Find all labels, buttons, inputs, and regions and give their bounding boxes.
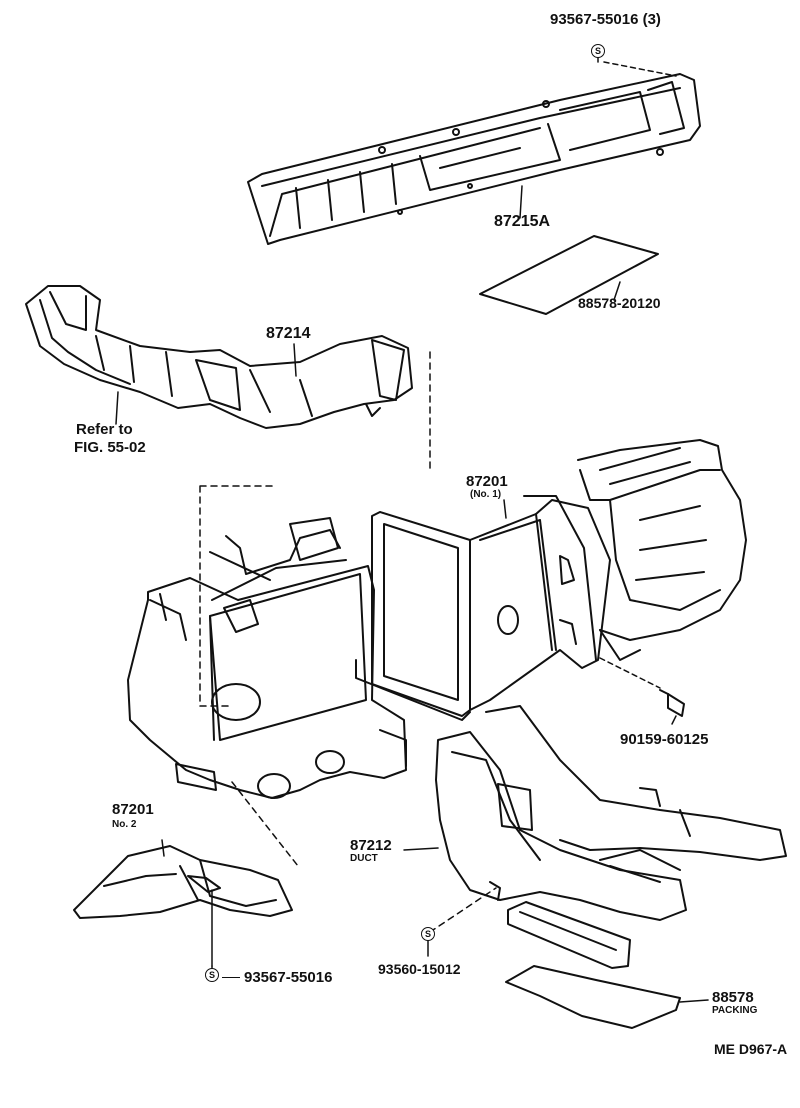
label-87215a: 87215A	[494, 213, 551, 230]
duct-87214	[25, 285, 413, 429]
label-87201-no2: 87201	[112, 801, 154, 818]
duct-87212	[435, 705, 787, 921]
label-87201-no1: 87201	[466, 473, 508, 490]
label-88578: 88578	[712, 989, 754, 1006]
unit-87201-no2	[73, 845, 293, 919]
leader-top-screw	[603, 61, 677, 77]
label-87212: 87212	[350, 837, 392, 854]
heater-unit	[127, 517, 407, 799]
packing-ring	[507, 901, 631, 969]
diagram-code: ME D967-A	[714, 1041, 788, 1057]
screw-90159-60125	[659, 689, 685, 717]
label-93567-55016: 93567-55016	[244, 969, 333, 986]
duct-87215a	[247, 73, 701, 245]
pad-88578-20120	[479, 235, 659, 315]
label-88578-sub: PACKING	[712, 1005, 758, 1016]
leader-87215a	[519, 185, 523, 219]
packing-88578	[505, 965, 681, 1029]
label-90159-60125: 90159-60125	[620, 731, 709, 748]
s-symbol-mid: S	[421, 927, 435, 941]
label-88578-20120: 88578-20120	[578, 295, 661, 311]
label-87214: 87214	[266, 325, 311, 342]
label-87212-sub: DUCT	[350, 853, 378, 864]
leader-dash-bottom	[222, 977, 240, 978]
label-93560-15012: 93560-15012	[378, 961, 461, 977]
s-symbol-bottom: S	[205, 968, 219, 982]
label-refer-to: Refer to	[76, 421, 133, 438]
dashed-guide-upper	[199, 351, 431, 707]
label-87201-no2-sub: No. 2	[112, 819, 137, 830]
label-fig-reference: FIG. 55-02	[74, 439, 146, 456]
label-top-screw: 93567-55016 (3)	[550, 11, 661, 28]
unit-87201-no1	[355, 439, 747, 721]
s-symbol-top: S	[591, 44, 605, 58]
label-87201-no1-sub: (No. 1)	[470, 489, 502, 500]
